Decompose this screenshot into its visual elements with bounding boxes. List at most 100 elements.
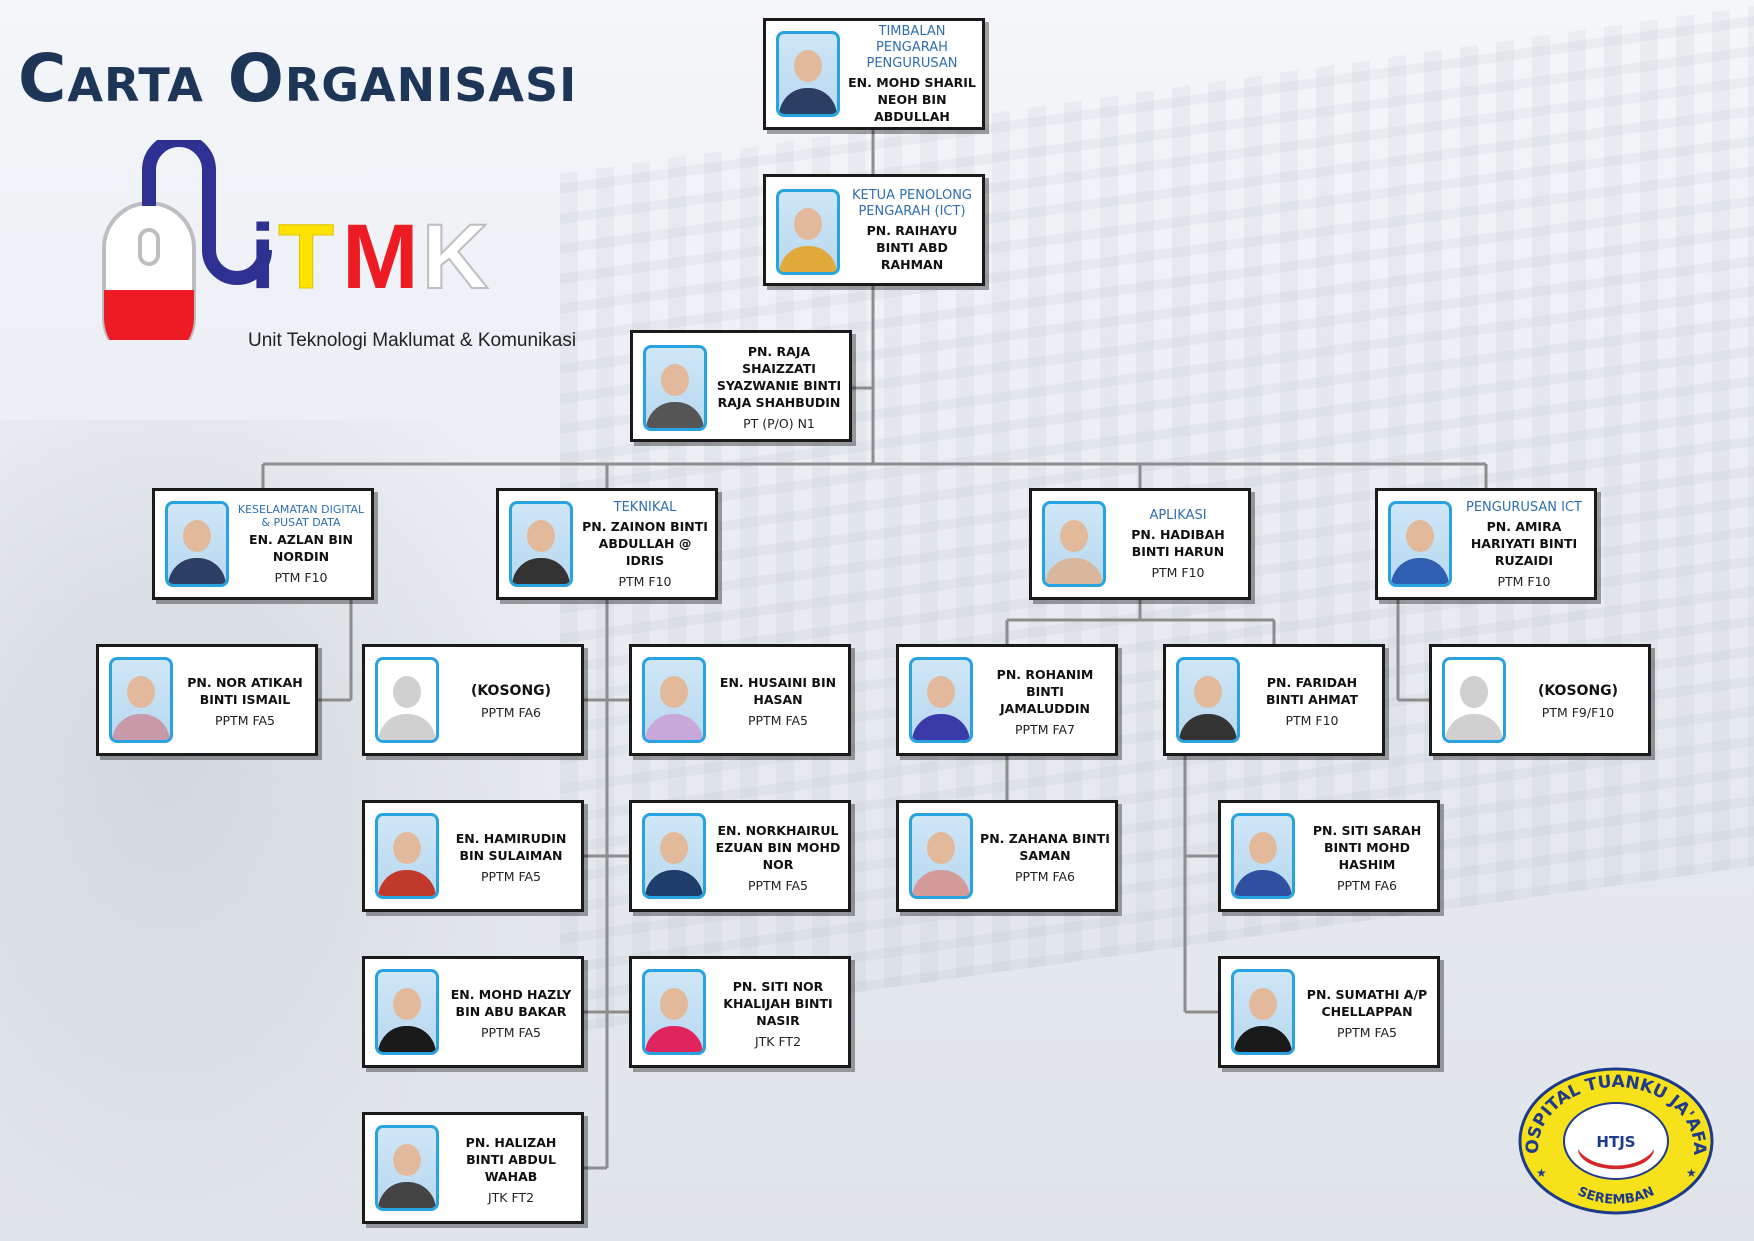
photo-avatar bbox=[1176, 657, 1240, 743]
node-siti-sarah: PN. SITI SARAH BINTI MOHD HASHIM PPTM FA… bbox=[1218, 800, 1440, 912]
photo-avatar bbox=[509, 501, 573, 587]
photo-avatar bbox=[1231, 813, 1295, 899]
photo-avatar bbox=[909, 657, 973, 743]
node-grade: PTM F10 bbox=[618, 573, 672, 589]
node-name: (KOSONG) bbox=[470, 682, 552, 699]
node-name: PN. SITI SARAH BINTI MOHD HASHIM bbox=[1312, 822, 1422, 872]
node-siti-nor: PN. SITI NOR KHALIJAH BINTI NASIR JTK FT… bbox=[629, 956, 851, 1068]
node-grade: PPTM FA5 bbox=[747, 877, 809, 893]
node-grade: PTM F10 bbox=[1285, 713, 1339, 728]
photo-avatar bbox=[375, 969, 439, 1055]
photo-avatar bbox=[1388, 501, 1452, 587]
node-rohanim: PN. ROHANIM BINTI JAMALUDDIN PPTM FA7 bbox=[896, 644, 1118, 756]
photo-avatar bbox=[642, 657, 706, 743]
node-name: PN. HADIBAH BINTI HARUN bbox=[1131, 527, 1225, 559]
node-teknikal: TEKNIKAL PN. ZAINON BINTI ABDULLAH @ IDR… bbox=[496, 488, 718, 600]
node-aplikasi: APLIKASI PN. HADIBAH BINTI HARUN PTM F10 bbox=[1029, 488, 1251, 600]
node-keselamatan-digital: KESELAMATAN DIGITAL & PUSAT DATA EN. AZL… bbox=[152, 488, 374, 600]
node-pt-officer: PN. RAJA SHAIZZATI SYAZWANIE BINTI RAJA … bbox=[630, 330, 852, 442]
node-role: APLIKASI bbox=[1149, 508, 1207, 523]
node-grade: PPTM FA5 bbox=[1336, 1025, 1398, 1040]
node-grade: PPTM FA6 bbox=[1014, 869, 1076, 884]
node-hamirudin: EN. HAMIRUDIN BIN SULAIMAN PPTM FA5 bbox=[362, 800, 584, 912]
node-zahana: PN. ZAHANA BINTI SAMAN PPTM FA6 bbox=[896, 800, 1118, 912]
photo-avatar bbox=[776, 189, 840, 275]
node-role: PENGURUSAN ICT bbox=[1465, 499, 1582, 515]
node-husaini: EN. HUSAINI BIN HASAN PPTM FA5 bbox=[629, 644, 851, 756]
node-norkhairul: EN. NORKHAIRUL EZUAN BIN MOHD NOR PPTM F… bbox=[629, 800, 851, 912]
node-name: PN. SUMATHI A/P CHELLAPPAN bbox=[1306, 987, 1428, 1019]
hospital-seal-logo: HOSPITAL TUANKU JA'AFAR SEREMBAN HTJS ★ … bbox=[1516, 1065, 1714, 1215]
node-grade: PTM F10 bbox=[274, 570, 328, 585]
vacant-person-icon bbox=[375, 657, 439, 743]
node-grade: PPTM FA6 bbox=[480, 704, 542, 720]
node-role: TEKNIKAL bbox=[613, 499, 677, 515]
node-name: PN. RAIHAYU BINTI ABD RAHMAN bbox=[866, 222, 958, 272]
photo-avatar bbox=[375, 813, 439, 899]
node-halizah: PN. HALIZAH BINTI ABDUL WAHAB JTK FT2 bbox=[362, 1112, 584, 1224]
node-name: PN. ZAHANA BINTI SAMAN bbox=[980, 831, 1110, 863]
node-grade: PTM F10 bbox=[1497, 573, 1551, 589]
node-role: KETUA PENOLONG PENGARAH (ICT) bbox=[851, 187, 973, 219]
photo-avatar bbox=[776, 31, 840, 117]
seal-star-icon: ★ bbox=[1536, 1166, 1547, 1180]
logo-letter-i: i bbox=[250, 206, 276, 308]
node-name: PN. HALIZAH BINTI ABDUL WAHAB bbox=[465, 1134, 557, 1184]
logo-letter-k: K bbox=[422, 206, 488, 308]
photo-avatar bbox=[642, 969, 706, 1055]
node-role: TIMBALAN PENGARAH PENGURUSAN bbox=[866, 23, 958, 71]
node-grade: JTK FT2 bbox=[754, 1033, 802, 1049]
node-grade: PPTM FA6 bbox=[1336, 877, 1398, 893]
photo-avatar bbox=[109, 657, 173, 743]
node-hazly: EN. MOHD HAZLY BIN ABU BAKAR PPTM FA5 bbox=[362, 956, 584, 1068]
node-name: PN. RAJA SHAIZZATI SYAZWANIE BINTI RAJA … bbox=[716, 344, 842, 410]
seal-star-icon: ★ bbox=[1686, 1166, 1697, 1180]
node-grade: PPTM FA5 bbox=[480, 1025, 542, 1040]
node-kosong-pengurusan: (KOSONG) PTM F9/F10 bbox=[1429, 644, 1651, 756]
node-sumathi: PN. SUMATHI A/P CHELLAPPAN PPTM FA5 bbox=[1218, 956, 1440, 1068]
node-grade: PPTM FA7 bbox=[1014, 721, 1076, 737]
node-faridah: PN. FARIDAH BINTI AHMAT PTM F10 bbox=[1163, 644, 1385, 756]
photo-avatar bbox=[643, 345, 707, 431]
photo-avatar bbox=[1042, 501, 1106, 587]
node-name: PN. ZAINON BINTI ABDULLAH @ IDRIS bbox=[582, 518, 708, 568]
node-name: (KOSONG) bbox=[1537, 682, 1619, 699]
logo-subtitle: Unit Teknologi Maklumat & Komunikasi bbox=[248, 330, 577, 351]
seal-monogram: HTJS bbox=[1596, 1133, 1635, 1151]
logo-letter-m: M bbox=[342, 206, 419, 308]
node-name: PN. ROHANIM BINTI JAMALUDDIN bbox=[996, 666, 1094, 716]
node-name: PN. FARIDAH BINTI AHMAT bbox=[1266, 675, 1358, 707]
node-grade: PPTM FA5 bbox=[214, 713, 276, 728]
node-nor-atikah: PN. NOR ATIKAH BINTI ISMAIL PPTM FA5 bbox=[96, 644, 318, 756]
node-ketua-penolong-pengarah: KETUA PENOLONG PENGARAH (ICT) PN. RAIHAY… bbox=[763, 174, 985, 286]
node-grade: PTM F10 bbox=[1151, 565, 1205, 580]
node-kosong-teknikal: (KOSONG) PPTM FA6 bbox=[362, 644, 584, 756]
node-grade: PPTM FA5 bbox=[747, 713, 809, 728]
node-name: EN. HUSAINI BIN HASAN bbox=[719, 675, 837, 707]
node-name: EN. NORKHAIRUL EZUAN BIN MOHD NOR bbox=[715, 822, 841, 872]
node-grade: PTM F9/F10 bbox=[1541, 704, 1615, 720]
node-name: EN. AZLAN BIN NORDIN bbox=[249, 532, 353, 564]
node-name: EN. HAMIRUDIN BIN SULAIMAN bbox=[455, 831, 567, 863]
page-title: Carta Organisasi bbox=[18, 40, 578, 117]
photo-avatar bbox=[165, 501, 229, 587]
seal-bottom-text: SEREMBAN bbox=[1575, 1184, 1656, 1208]
vacant-person-icon bbox=[1442, 657, 1506, 743]
node-grade: PT (P/O) N1 bbox=[743, 416, 815, 431]
logo-letter-t: T bbox=[278, 206, 334, 308]
node-grade: JTK FT2 bbox=[487, 1189, 535, 1205]
node-name: PN. SITI NOR KHALIJAH BINTI NASIR bbox=[723, 978, 833, 1028]
node-grade: PPTM FA5 bbox=[480, 869, 542, 884]
photo-avatar bbox=[909, 813, 973, 899]
node-name: PN. AMIRA HARIYATI BINTI RUZAIDI bbox=[1470, 518, 1578, 568]
photo-avatar bbox=[642, 813, 706, 899]
photo-avatar bbox=[1231, 969, 1295, 1055]
node-timbalan-pengarah: TIMBALAN PENGARAH PENGURUSAN EN. MOHD SH… bbox=[763, 18, 985, 130]
itmk-logo: i T M K Unit Teknologi Maklumat & Komuni… bbox=[100, 133, 576, 380]
svg-text:SEREMBAN: SEREMBAN bbox=[1575, 1184, 1656, 1208]
node-role: KESELAMATAN DIGITAL & PUSAT DATA bbox=[237, 503, 365, 529]
node-name: PN. NOR ATIKAH BINTI ISMAIL bbox=[187, 675, 303, 707]
node-pengurusan-ict: PENGURUSAN ICT PN. AMIRA HARIYATI BINTI … bbox=[1375, 488, 1597, 600]
node-name: EN. MOHD SHARIL NEOH BIN ABDULLAH bbox=[848, 74, 976, 124]
